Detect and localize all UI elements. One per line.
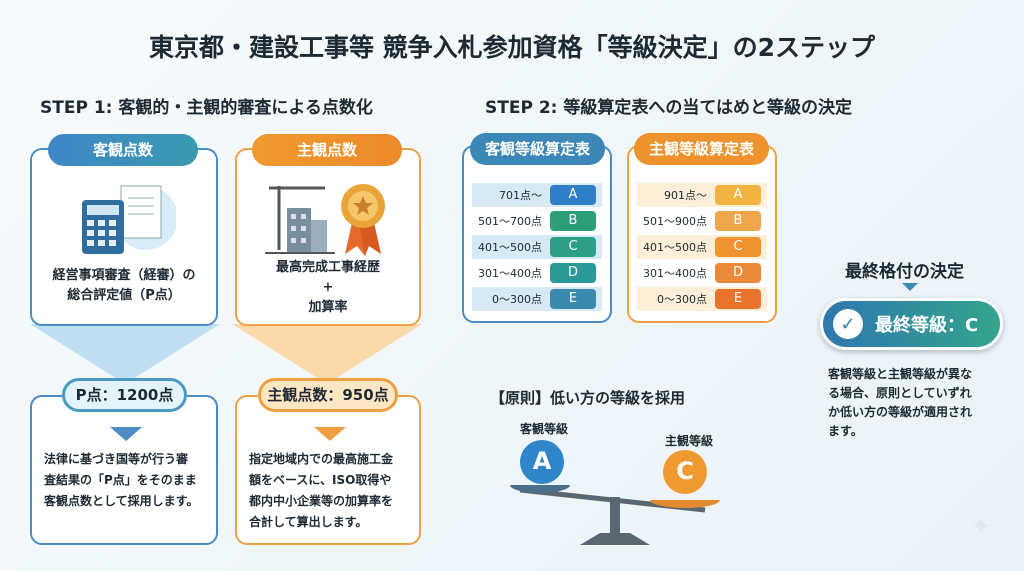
grade-row: 901点〜 A <box>637 183 767 207</box>
final-desc: 客観等級と主観等級が異な る場合、原則としていずれ か低い方の等級が適用され ま… <box>828 365 972 441</box>
grade-row: 401〜500点 C <box>637 235 767 259</box>
objective-card: 経営事項審査（経審）の 総合評定値（P点） <box>30 148 218 326</box>
subjective-desc-card: 指定地域内での最高施工金 額をベースに、ISO取得や 都内中小企業等の加算率を … <box>235 395 421 545</box>
step1-heading: STEP 1: 客観的・主観的審査による点数化 <box>40 98 373 118</box>
grade-label: E <box>550 289 596 309</box>
subjective-funnel <box>232 324 422 384</box>
grade-label: E <box>715 289 761 309</box>
calculator-document-icon <box>82 185 176 254</box>
objective-line2: 総合評定値（P点） <box>67 288 181 303</box>
grade-row: 301〜400点 D <box>472 261 602 285</box>
objective-desc-line: 査結果の「P点」をそのまま <box>44 473 197 487</box>
grade-label: A <box>550 185 596 205</box>
grade-label: D <box>550 263 596 283</box>
final-desc-line: か低い方の等級が適用され <box>828 405 973 419</box>
scale-right-label: 主観等級 <box>665 434 714 448</box>
final-desc-line: ます。 <box>828 424 863 438</box>
page-title: 東京都・建設工事等 競争入札参加資格「等級決定」の2ステップ <box>148 33 876 62</box>
objective-grade-table: 701点〜 A 501〜700点 B 401〜500点 C 301〜400点 D 0〜300点 E <box>462 145 612 323</box>
grade-label: B <box>715 211 761 231</box>
down-triangle-icon <box>902 283 918 291</box>
subjective-line2: + <box>322 280 334 295</box>
final-heading: 最終格付の決定 <box>845 262 964 282</box>
score-range: 401〜500点 <box>478 241 542 254</box>
subjective-label: 主観点数 <box>252 134 402 166</box>
objective-desc-card: 法律に基づき国等が行う審 査結果の「P点」をそのまま 客観点数として採用します。 <box>30 395 218 545</box>
subjective-score-badge: 主観点数：950点 <box>258 378 398 412</box>
balance-scale-icon <box>510 440 720 545</box>
subjective-line3: 加算率 <box>308 300 348 315</box>
grade-label: C <box>715 237 761 257</box>
principle-title: 【原則】低い方の等級を採用 <box>490 389 686 407</box>
step2-heading: STEP 2: 等級算定表への当てはめと等級の決定 <box>485 98 853 118</box>
final-desc-line: る場合、原則としていずれ <box>828 386 972 400</box>
final-desc-line: 客観等級と主観等級が異な <box>828 367 973 381</box>
grade-row: 301〜400点 D <box>637 261 767 285</box>
check-icon: ✓ <box>833 309 863 339</box>
score-range: 701点〜 <box>499 189 542 202</box>
score-range: 501〜700点 <box>478 215 542 228</box>
score-range: 0〜300点 <box>492 293 542 306</box>
score-range: 301〜400点 <box>478 267 542 280</box>
scale-left-label: 客観等級 <box>520 422 569 436</box>
building-award-icon <box>265 184 385 256</box>
score-range: 301〜400点 <box>643 267 707 280</box>
grade-row: 501〜700点 B <box>472 209 602 233</box>
right-grade: C <box>676 457 694 485</box>
grade-row: 701点〜 A <box>472 183 602 207</box>
grade-row: 0〜300点 E <box>637 287 767 311</box>
score-range: 501〜900点 <box>643 215 707 228</box>
grade-row: 501〜900点 B <box>637 209 767 233</box>
objective-desc-line: 客観点数として採用します。 <box>44 494 199 508</box>
grade-row: 401〜500点 C <box>472 235 602 259</box>
objective-funnel <box>30 324 220 384</box>
objective-label: 客観点数 <box>48 134 198 166</box>
subjective-line1: 最高完成工事経歴 <box>275 260 380 275</box>
grade-label: A <box>715 185 761 205</box>
subjective-desc-line: 指定地域内での最高施工金 <box>249 452 394 466</box>
final-grade-badge: ✓ 最終等級：C <box>820 298 1003 350</box>
subjective-grade-table: 901点〜 A 501〜900点 B 401〜500点 C 301〜400点 D 0〜300点 E <box>627 145 777 323</box>
down-arrow-icon <box>314 427 346 441</box>
score-range: 0〜300点 <box>657 293 707 306</box>
final-grade: 最終等級：C <box>875 315 979 336</box>
score-range: 901点〜 <box>664 189 707 202</box>
p-score-badge: P点：1200点 <box>62 378 187 412</box>
subjective-card: 最高完成工事経歴 + 加算率 <box>235 148 421 326</box>
left-grade: A <box>532 447 552 475</box>
subjective-desc-line: 額をベースに、ISO取得や <box>249 473 392 487</box>
objective-line1: 経営事項審査（経審）の <box>52 268 196 283</box>
subjective-desc-line: 合計して算出します。 <box>249 515 368 529</box>
down-arrow-icon <box>110 427 142 441</box>
objective-desc-line: 法律に基づき国等が行う審 <box>44 452 189 466</box>
score-range: 401〜500点 <box>643 241 707 254</box>
objective-table-title: 客観等級算定表 <box>470 133 605 165</box>
grade-label: D <box>715 263 761 283</box>
grade-row: 0〜300点 E <box>472 287 602 311</box>
sparkle-icon: ✦ <box>970 512 992 542</box>
subjective-desc-line: 都内中小企業等の加算率を <box>249 494 394 508</box>
grade-label: B <box>550 211 596 231</box>
subjective-table-title: 主観等級算定表 <box>634 133 769 165</box>
grade-label: C <box>550 237 596 257</box>
